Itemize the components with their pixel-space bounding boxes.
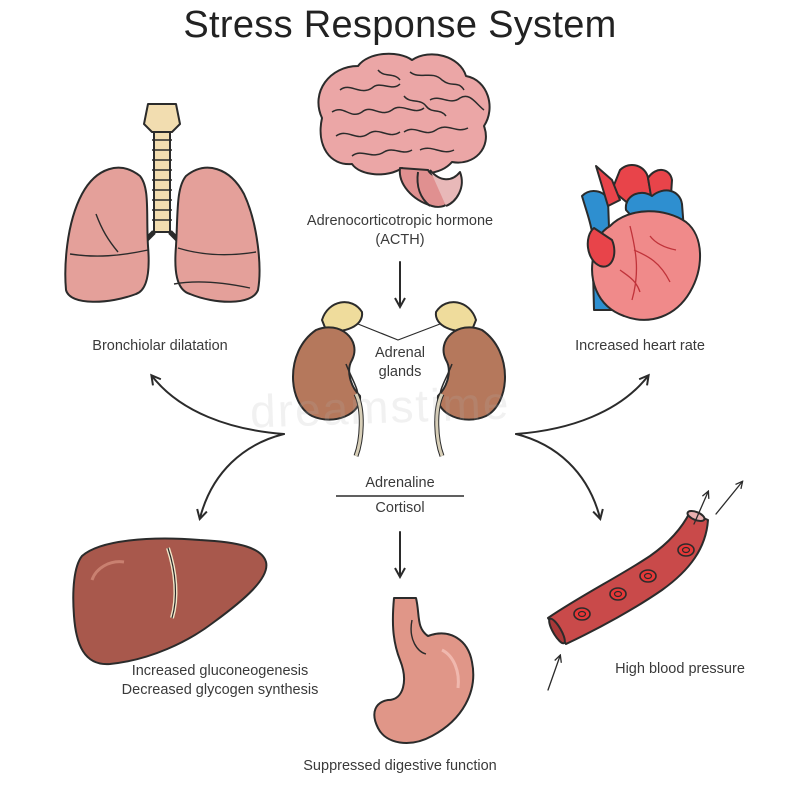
small-arrow-out-1 (693, 492, 708, 525)
label-adrenal-line1: Adrenal (375, 345, 425, 361)
small-arrow-out-2 (715, 482, 742, 515)
watermark: dreamstime (249, 376, 512, 438)
label-gluconeogenesis: Increased gluconeogenesis (131, 663, 309, 679)
flow-arrows (152, 261, 742, 691)
label-adrenal-glands: Adrenal glands (350, 344, 450, 382)
label-bronchiolar-dilatation: Bronchiolar dilatation (92, 338, 228, 354)
kidneys-illustration (292, 301, 506, 457)
arrow-to-heart (515, 376, 648, 435)
brain-illustration (317, 52, 491, 208)
label-acth: Adrenocorticotropic hormone (ACTH) (250, 212, 550, 250)
arrow-to-liver (200, 433, 285, 518)
page-title: Stress Response System (183, 4, 617, 46)
arrow-to-vessel (515, 433, 600, 518)
label-high-blood-pressure: High blood pressure (615, 661, 745, 677)
label-acth-line2: (ACTH) (375, 232, 425, 248)
heart-illustration (581, 163, 701, 321)
label-adrenaline: Adrenaline (365, 475, 435, 491)
arrow-to-lungs (152, 376, 285, 435)
label-suppressed-digestive-function: Suppressed digestive function (303, 758, 497, 774)
small-arrow-in (547, 656, 560, 691)
lungs-illustration (64, 103, 261, 303)
label-acth-line1: Adrenocorticotropic hormone (306, 213, 494, 229)
stomach-illustration (373, 597, 475, 744)
liver-illustration (72, 537, 268, 666)
label-liver-effects: Increased gluconeogenesis Decreased glyc… (90, 662, 350, 700)
label-cortisol: Cortisol (375, 500, 425, 516)
label-glycogen-synthesis: Decreased glycogen synthesis (121, 682, 319, 698)
label-adrenal-line2: glands (378, 364, 422, 380)
blood-vessel-illustration (547, 509, 709, 645)
label-increased-heart-rate: Increased heart rate (575, 338, 705, 354)
